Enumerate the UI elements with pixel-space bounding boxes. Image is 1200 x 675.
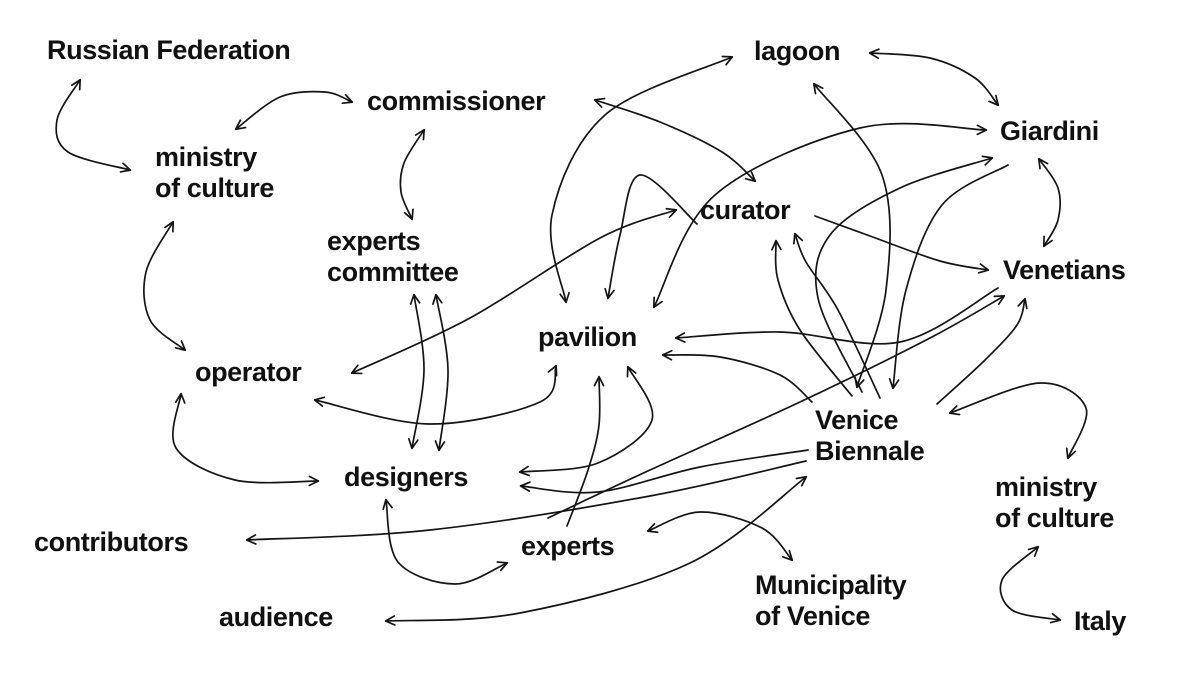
edge-venice-biennale-to-audience [384, 475, 808, 626]
edge-commissioner-to-experts-committee [399, 128, 426, 221]
edge-venice-biennale-to-curator [771, 239, 853, 397]
node-designers: designers [344, 462, 468, 492]
edge-venice-biennale-to-contributors [245, 460, 807, 545]
node-venetians: Venetians [1003, 255, 1126, 285]
node-experts-committee: experts committee [327, 226, 459, 287]
edge-pavilion-to-designers [518, 365, 654, 477]
edge-operator-to-designers [172, 392, 320, 487]
edge-experts-to-venetians [547, 294, 1006, 519]
node-contributors: contributors [34, 527, 189, 557]
edge-operator-to-curator [350, 207, 678, 375]
node-ministry-of-culture-left: ministry of culture [155, 142, 275, 203]
node-russian-federation: Russian Federation [47, 35, 291, 65]
edge-experts-to-municipality-of-venice [646, 511, 794, 562]
edge-lagoon-to-giardini [868, 48, 1000, 107]
node-curator: curator [700, 195, 791, 225]
node-giardini: Giardini [1000, 116, 1099, 146]
edge-venice-biennale-to-ministry-of-culture-right [948, 382, 1088, 460]
edge-venice-biennale-to-giardini [814, 155, 994, 393]
edge-commissioner-to-curator [593, 97, 757, 183]
edge-venice-biennale-to-venetians [936, 297, 1028, 405]
edge-giardini-to-venetians [1037, 157, 1061, 248]
edge-russian-federation-to-ministry-of-culture-left [55, 78, 132, 173]
edge-venice-biennale-to-pavilion [661, 349, 813, 403]
edge-experts-committee-to-designers [432, 293, 449, 452]
edge-curator-to-venetians [814, 215, 990, 274]
edge-venice-biennale-to-curator [793, 232, 881, 399]
edge-giardini-to-venice-biennale [888, 164, 1009, 390]
node-lagoon: lagoon [754, 36, 841, 66]
edge-ministry-of-culture-right-to-italy [999, 545, 1062, 624]
node-venice-biennale: Venice Biennale [815, 405, 925, 466]
edge-lagoon-to-pavilion [549, 55, 734, 304]
edge-venetians-to-pavilion [674, 287, 999, 345]
edge-designers-to-experts [382, 498, 509, 585]
edge-experts-committee-to-designers [408, 293, 425, 450]
node-commissioner: commissioner [367, 86, 546, 116]
edge-pavilion-to-operator [313, 364, 558, 425]
node-experts: experts [521, 531, 615, 561]
node-municipality-of-venice: Municipality of Venice [755, 570, 907, 631]
node-pavilion: pavilion [538, 322, 637, 352]
node-audience: audience [219, 602, 333, 632]
node-ministry-of-culture-right: ministry of culture [995, 472, 1115, 533]
node-italy: Italy [1074, 606, 1127, 636]
edge-ministry-of-culture-left-to-commissioner [234, 90, 354, 131]
edge-experts-to-pavilion [566, 375, 605, 527]
node-operator: operator [195, 357, 302, 387]
edge-ministry-of-culture-left-to-operator [143, 220, 187, 352]
